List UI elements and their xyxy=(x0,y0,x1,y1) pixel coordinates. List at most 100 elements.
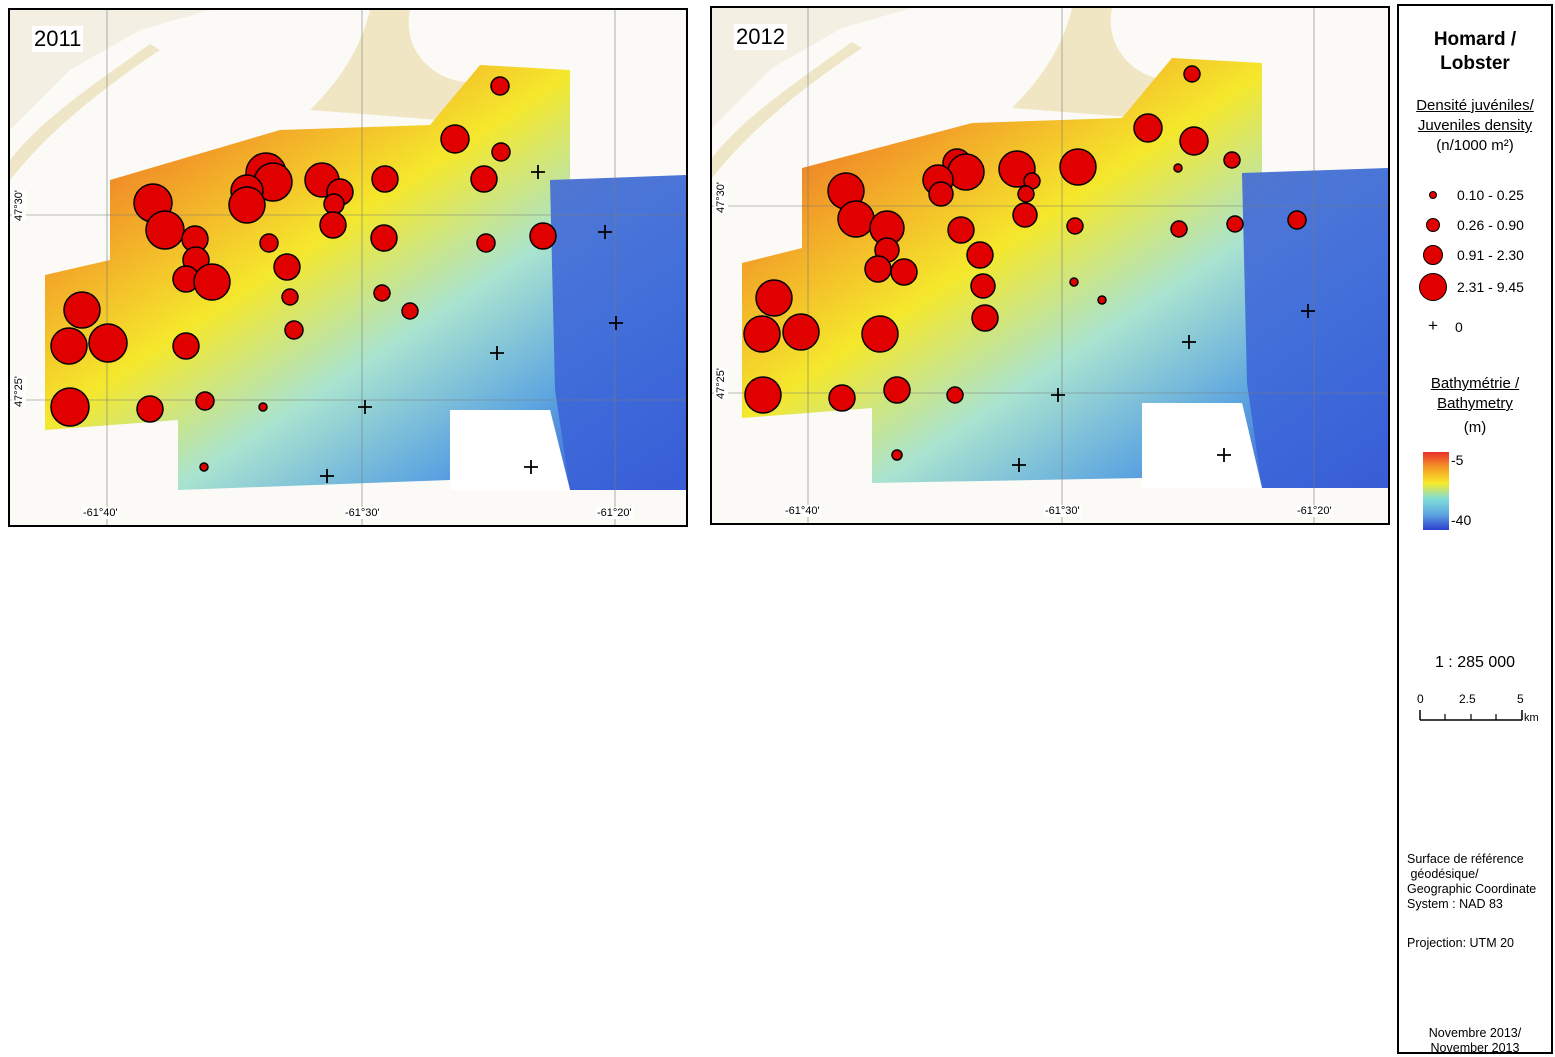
zero-marker xyxy=(1182,335,1196,349)
density-symbols xyxy=(743,65,1315,472)
density-heading: Densité juvéniles/ Juveniles density (n/… xyxy=(1416,97,1534,154)
density-circle xyxy=(947,216,975,244)
zero-marker xyxy=(358,400,372,414)
map-year-label: 2011 xyxy=(32,26,84,52)
density-circle xyxy=(1179,126,1209,156)
lon-label: -61°40' xyxy=(784,505,821,517)
density-circle xyxy=(228,186,266,224)
density-circle xyxy=(323,193,345,215)
lon-label: -61°20' xyxy=(1296,505,1333,517)
density-class-4: 2.31 - 9.45 xyxy=(1399,273,1551,301)
projection-note: Projection: UTM 20 xyxy=(1407,936,1514,950)
density-circle xyxy=(50,327,88,365)
zero-marker xyxy=(531,165,545,179)
density-class-3: 0.91 - 2.30 xyxy=(1399,244,1551,268)
density-circle xyxy=(491,142,511,162)
map-panel-2012: 2012 -61°40' -61°30' -61°20' 47°30' 47°2… xyxy=(710,6,1390,525)
density-class-2: 0.26 - 0.90 xyxy=(1399,214,1551,238)
bathy-min-label: -40 xyxy=(1451,512,1472,528)
density-circle xyxy=(273,253,301,281)
bathymetry-surface xyxy=(45,65,686,490)
density-circle xyxy=(490,76,510,96)
density-circle xyxy=(971,304,999,332)
density-circle xyxy=(861,315,899,353)
density-circle xyxy=(281,288,299,306)
bathymetry-color-ramp xyxy=(1423,452,1449,530)
density-circle xyxy=(1226,215,1244,233)
density-circle xyxy=(1223,151,1241,169)
density-circle xyxy=(891,449,903,461)
land-shape xyxy=(10,44,160,180)
density-circle xyxy=(1097,295,1107,305)
density-symbols xyxy=(50,76,623,483)
island-shape xyxy=(1012,8,1182,118)
bathy-max-label: -5 xyxy=(1451,452,1464,468)
density-circle xyxy=(373,284,391,302)
density-circle xyxy=(440,124,470,154)
circle-symbol-icon xyxy=(1423,245,1443,265)
lon-label: -61°20' xyxy=(596,507,633,519)
map-panel-2011: 2011 -61°40' -61°30' -61°20' 47°30' 47°2… xyxy=(8,8,688,527)
density-circle xyxy=(319,211,347,239)
density-circle xyxy=(1183,65,1201,83)
density-circle xyxy=(1173,163,1183,173)
deep-water xyxy=(550,175,686,490)
zero-marker xyxy=(490,346,504,360)
density-circle xyxy=(755,279,793,317)
plus-icon: + xyxy=(1428,316,1438,335)
density-circle xyxy=(1012,202,1038,228)
density-circle xyxy=(966,241,994,269)
circle-symbol-icon xyxy=(1426,218,1440,232)
island-shape xyxy=(310,10,480,120)
map-canvas xyxy=(712,8,1388,523)
lat-label: 47°30' xyxy=(12,190,26,221)
density-circle xyxy=(1069,277,1079,287)
density-circle xyxy=(883,376,911,404)
map-canvas xyxy=(10,10,686,525)
lon-label: -61°30' xyxy=(344,507,381,519)
density-circle xyxy=(258,402,268,412)
density-circle xyxy=(470,165,498,193)
density-circle xyxy=(199,462,209,472)
date-note: Novembre 2013/ November 2013 xyxy=(1428,1026,1522,1055)
density-circle xyxy=(782,313,820,351)
density-circle xyxy=(476,233,496,253)
density-circle xyxy=(371,165,399,193)
density-circle xyxy=(193,263,231,301)
density-circle xyxy=(50,387,90,427)
density-circle xyxy=(136,395,164,423)
no-data-area xyxy=(1142,403,1262,488)
zero-marker xyxy=(598,225,612,239)
density-circle xyxy=(928,181,954,207)
scale-bar-graphic xyxy=(1419,710,1523,721)
zero-marker xyxy=(320,469,334,483)
density-circle xyxy=(145,210,185,250)
density-circle xyxy=(529,222,557,250)
density-circle xyxy=(1017,185,1035,203)
density-circle xyxy=(370,224,398,252)
land-shape xyxy=(712,42,862,178)
density-circle xyxy=(172,332,200,360)
deep-water xyxy=(1242,168,1388,488)
zero-marker xyxy=(1217,448,1231,462)
density-circle xyxy=(284,320,304,340)
density-circle xyxy=(1170,220,1188,238)
legend-title: Homard / Lobster xyxy=(1433,29,1517,74)
zero-marker xyxy=(1301,304,1315,318)
lat-label: 47°30' xyxy=(714,182,728,213)
lat-label: 47°25' xyxy=(12,376,26,407)
density-circle xyxy=(744,376,782,414)
scale-ratio: 1 : 285 000 xyxy=(1434,654,1516,671)
zero-marker xyxy=(1012,458,1026,472)
density-circle xyxy=(1059,148,1097,186)
density-circle xyxy=(864,255,892,283)
zero-marker xyxy=(609,316,623,330)
density-circle xyxy=(890,258,918,286)
bathymetry-heading: Bathymétrie / Bathymetry (m) xyxy=(1430,375,1520,436)
density-circle xyxy=(1133,113,1163,143)
density-circle xyxy=(88,323,128,363)
density-class-1: 0.10 - 0.25 xyxy=(1399,184,1551,208)
no-data-area xyxy=(450,410,570,490)
density-circle xyxy=(946,386,964,404)
lon-label: -61°40' xyxy=(82,507,119,519)
